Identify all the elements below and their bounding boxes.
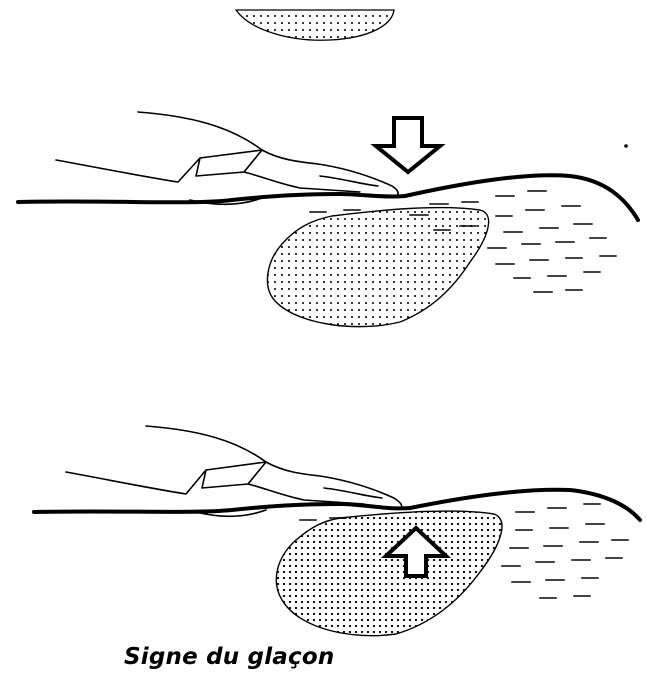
bottom-mass-blob — [276, 511, 502, 636]
bottom-panel — [34, 426, 640, 636]
top-partial-panel — [236, 10, 394, 40]
speck — [624, 144, 628, 148]
figure-caption: Signe du glaçon — [124, 644, 334, 670]
bottom-skin-line — [34, 490, 640, 520]
middle-hand-icon — [56, 112, 398, 204]
press-down-arrow-icon — [376, 118, 440, 172]
middle-mass-blob — [267, 208, 488, 327]
top-mass-blob — [236, 10, 394, 40]
bottom-hand-icon — [66, 426, 402, 516]
middle-skin-line — [18, 175, 638, 220]
middle-panel — [18, 112, 638, 327]
